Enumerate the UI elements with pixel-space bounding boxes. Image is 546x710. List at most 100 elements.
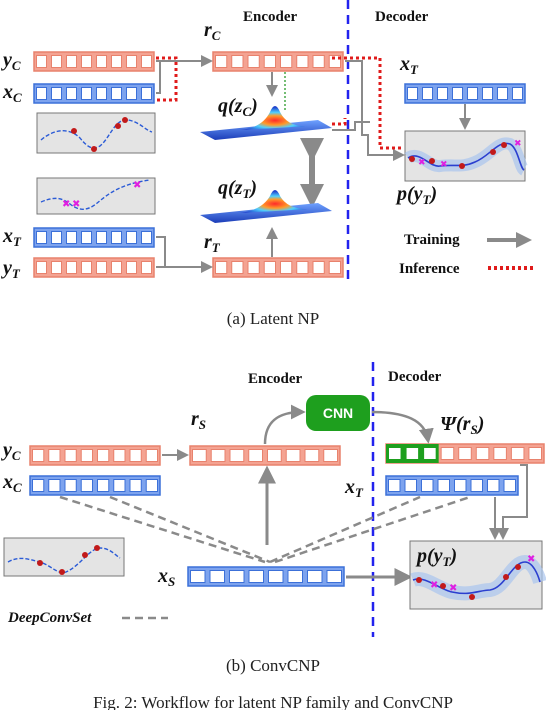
vector-cell bbox=[296, 55, 309, 68]
vector-cell bbox=[512, 87, 523, 100]
vector-cell bbox=[36, 261, 47, 274]
legend-training-label: Training bbox=[404, 232, 460, 248]
vector-cell bbox=[48, 449, 61, 462]
vector-cell bbox=[229, 570, 245, 583]
vector-cell bbox=[482, 87, 493, 100]
vector-cell bbox=[64, 449, 77, 462]
vector-cell bbox=[268, 570, 284, 583]
arrow-psi-to-output bbox=[497, 464, 528, 540]
arrow-cnn-to-psi bbox=[371, 410, 434, 444]
yc-vector bbox=[33, 51, 155, 72]
prediction-plot-a: ✖ ✖ ✖ bbox=[404, 130, 529, 182]
cnn-block bbox=[306, 395, 370, 431]
vector-cell bbox=[263, 55, 276, 68]
vector-cell bbox=[285, 449, 301, 462]
vector-cell bbox=[405, 447, 420, 460]
vector-cell bbox=[493, 447, 507, 460]
yt-vector bbox=[33, 257, 155, 278]
xc-vector bbox=[33, 83, 155, 104]
vector-cell bbox=[96, 261, 107, 274]
vector-cell bbox=[141, 231, 152, 244]
encoder-header: Encoder bbox=[243, 9, 298, 25]
target-plot-a: ✖ ✖ ✖ bbox=[36, 177, 156, 215]
deepconvset-edges bbox=[59, 495, 471, 564]
svg-text:✖: ✖ bbox=[527, 554, 535, 565]
vector-cell bbox=[287, 570, 303, 583]
psi-label: Ψ(rS) bbox=[440, 413, 484, 437]
vector-cell bbox=[467, 87, 478, 100]
vector-cell bbox=[263, 261, 276, 274]
vector-cell bbox=[247, 55, 260, 68]
vector-cell bbox=[215, 261, 228, 274]
vector-cell bbox=[307, 570, 323, 583]
legend-inference-label: Inference bbox=[399, 261, 460, 277]
svg-text:✖: ✖ bbox=[449, 583, 457, 594]
encoder-header-b: Encoder bbox=[248, 371, 303, 387]
vector-cell bbox=[36, 231, 47, 244]
vector-cell bbox=[326, 570, 342, 583]
vector-cell bbox=[111, 231, 122, 244]
vector-cell bbox=[64, 479, 77, 492]
yc-vector-b bbox=[29, 445, 161, 466]
vector-cell bbox=[141, 55, 152, 68]
caption-b: (b) ConvCNP bbox=[226, 656, 320, 675]
vector-cell bbox=[145, 479, 158, 492]
xc-label: xC bbox=[2, 81, 22, 105]
prediction-plot-b: ✖ ✖ ✖ bbox=[409, 540, 546, 610]
vector-cell bbox=[96, 87, 107, 100]
vector-cell bbox=[113, 449, 126, 462]
vector-cell bbox=[36, 87, 47, 100]
vector-cell bbox=[80, 479, 93, 492]
vector-cell bbox=[328, 55, 341, 68]
vector-cell bbox=[81, 261, 92, 274]
vector-cell bbox=[66, 261, 77, 274]
vector-cell bbox=[51, 55, 62, 68]
vector-cell bbox=[126, 231, 137, 244]
pyt-label-a: p(yT) bbox=[395, 183, 437, 207]
vector-cell bbox=[97, 479, 110, 492]
vector-cell bbox=[437, 479, 450, 492]
panel-a: Encoder Decoder yC xC rC xT xT yT rT ✖ ✖ bbox=[1, 0, 534, 328]
vector-cell bbox=[215, 55, 228, 68]
qzc-label: q(zC) bbox=[218, 95, 258, 119]
vector-cell bbox=[487, 479, 500, 492]
vector-cell bbox=[210, 449, 226, 462]
arrow-z-to-decoder bbox=[332, 121, 370, 131]
rt-label: rT bbox=[204, 231, 221, 255]
vector-cell bbox=[97, 449, 110, 462]
vector-cell bbox=[304, 449, 320, 462]
vector-cell bbox=[96, 231, 107, 244]
vector-cell bbox=[452, 87, 463, 100]
vector-cell bbox=[51, 87, 62, 100]
context-plot-b bbox=[3, 537, 125, 577]
xt-decoder-label: xT bbox=[399, 53, 419, 77]
vector-cell bbox=[312, 261, 325, 274]
qzt-label: q(zT) bbox=[218, 177, 257, 201]
vector-cell bbox=[51, 261, 62, 274]
xt-vector bbox=[33, 227, 155, 248]
arrow-xc-to-rc bbox=[156, 61, 161, 94]
xc-label-b: xC bbox=[2, 471, 22, 495]
svg-text:✖: ✖ bbox=[72, 199, 80, 210]
vector-cell bbox=[51, 231, 62, 244]
vector-cell bbox=[323, 449, 338, 462]
vector-cell bbox=[312, 55, 325, 68]
vector-cell bbox=[129, 449, 142, 462]
svg-text:✖: ✖ bbox=[514, 139, 522, 149]
vector-cell bbox=[248, 449, 263, 462]
arrow-rs-to-cnn bbox=[263, 404, 306, 445]
qzc-distribution bbox=[200, 106, 332, 140]
vector-cell bbox=[421, 479, 434, 492]
vector-cell bbox=[229, 449, 245, 462]
vector-cell bbox=[66, 231, 77, 244]
pyt-label-b: p(yT) bbox=[415, 545, 457, 569]
xt-label: xT bbox=[2, 225, 22, 249]
svg-text:✖: ✖ bbox=[62, 199, 70, 210]
vector-cell bbox=[81, 231, 92, 244]
rs-label: rS bbox=[191, 408, 206, 432]
qzt-distribution bbox=[200, 190, 332, 223]
vector-cell bbox=[280, 261, 293, 274]
context-plot-a bbox=[36, 112, 156, 154]
vector-cell bbox=[440, 447, 455, 460]
